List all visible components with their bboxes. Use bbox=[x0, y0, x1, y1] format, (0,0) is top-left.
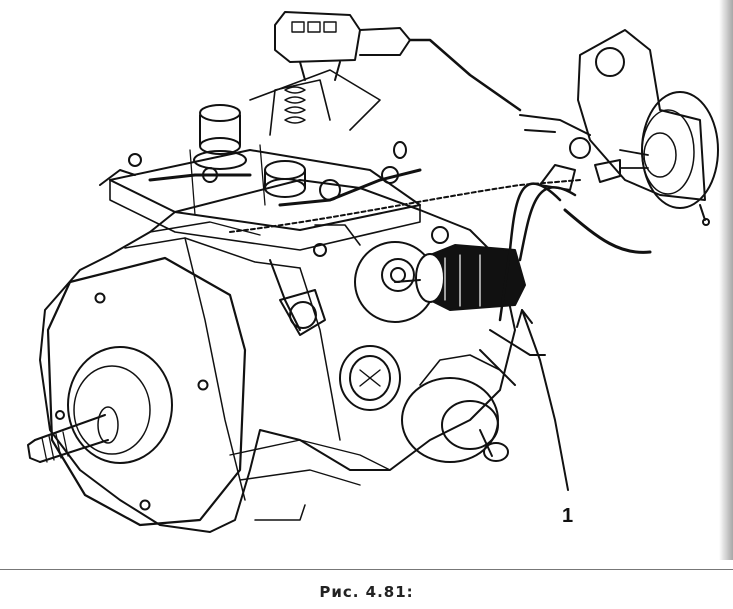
page-edge-shadow bbox=[719, 0, 733, 560]
top-cover bbox=[109, 144, 421, 251]
callout-1-arrowhead bbox=[516, 309, 533, 328]
pump-housing bbox=[39, 179, 516, 533]
inspection-window bbox=[339, 345, 401, 411]
drive-shaft bbox=[27, 346, 173, 464]
injection-pump-drawing bbox=[27, 11, 719, 533]
vacuum-capsule bbox=[594, 91, 719, 226]
fill-cap bbox=[264, 160, 306, 198]
throttle-linkage bbox=[99, 141, 422, 257]
lower-actuator bbox=[401, 329, 546, 463]
solenoid-valve bbox=[394, 244, 526, 311]
caption-divider bbox=[0, 569, 733, 570]
wiring-harness bbox=[229, 164, 652, 322]
figure-caption: Рис. 4.81: bbox=[319, 583, 414, 601]
top-sensor bbox=[274, 11, 522, 112]
top-plug bbox=[193, 104, 247, 170]
governor-spring bbox=[249, 69, 381, 136]
callout-1-leader bbox=[521, 309, 569, 491]
mounting-bracket bbox=[519, 29, 706, 201]
front-flange bbox=[46, 256, 247, 527]
stop-lever bbox=[269, 259, 326, 336]
callout-number-1: 1 bbox=[562, 505, 574, 527]
